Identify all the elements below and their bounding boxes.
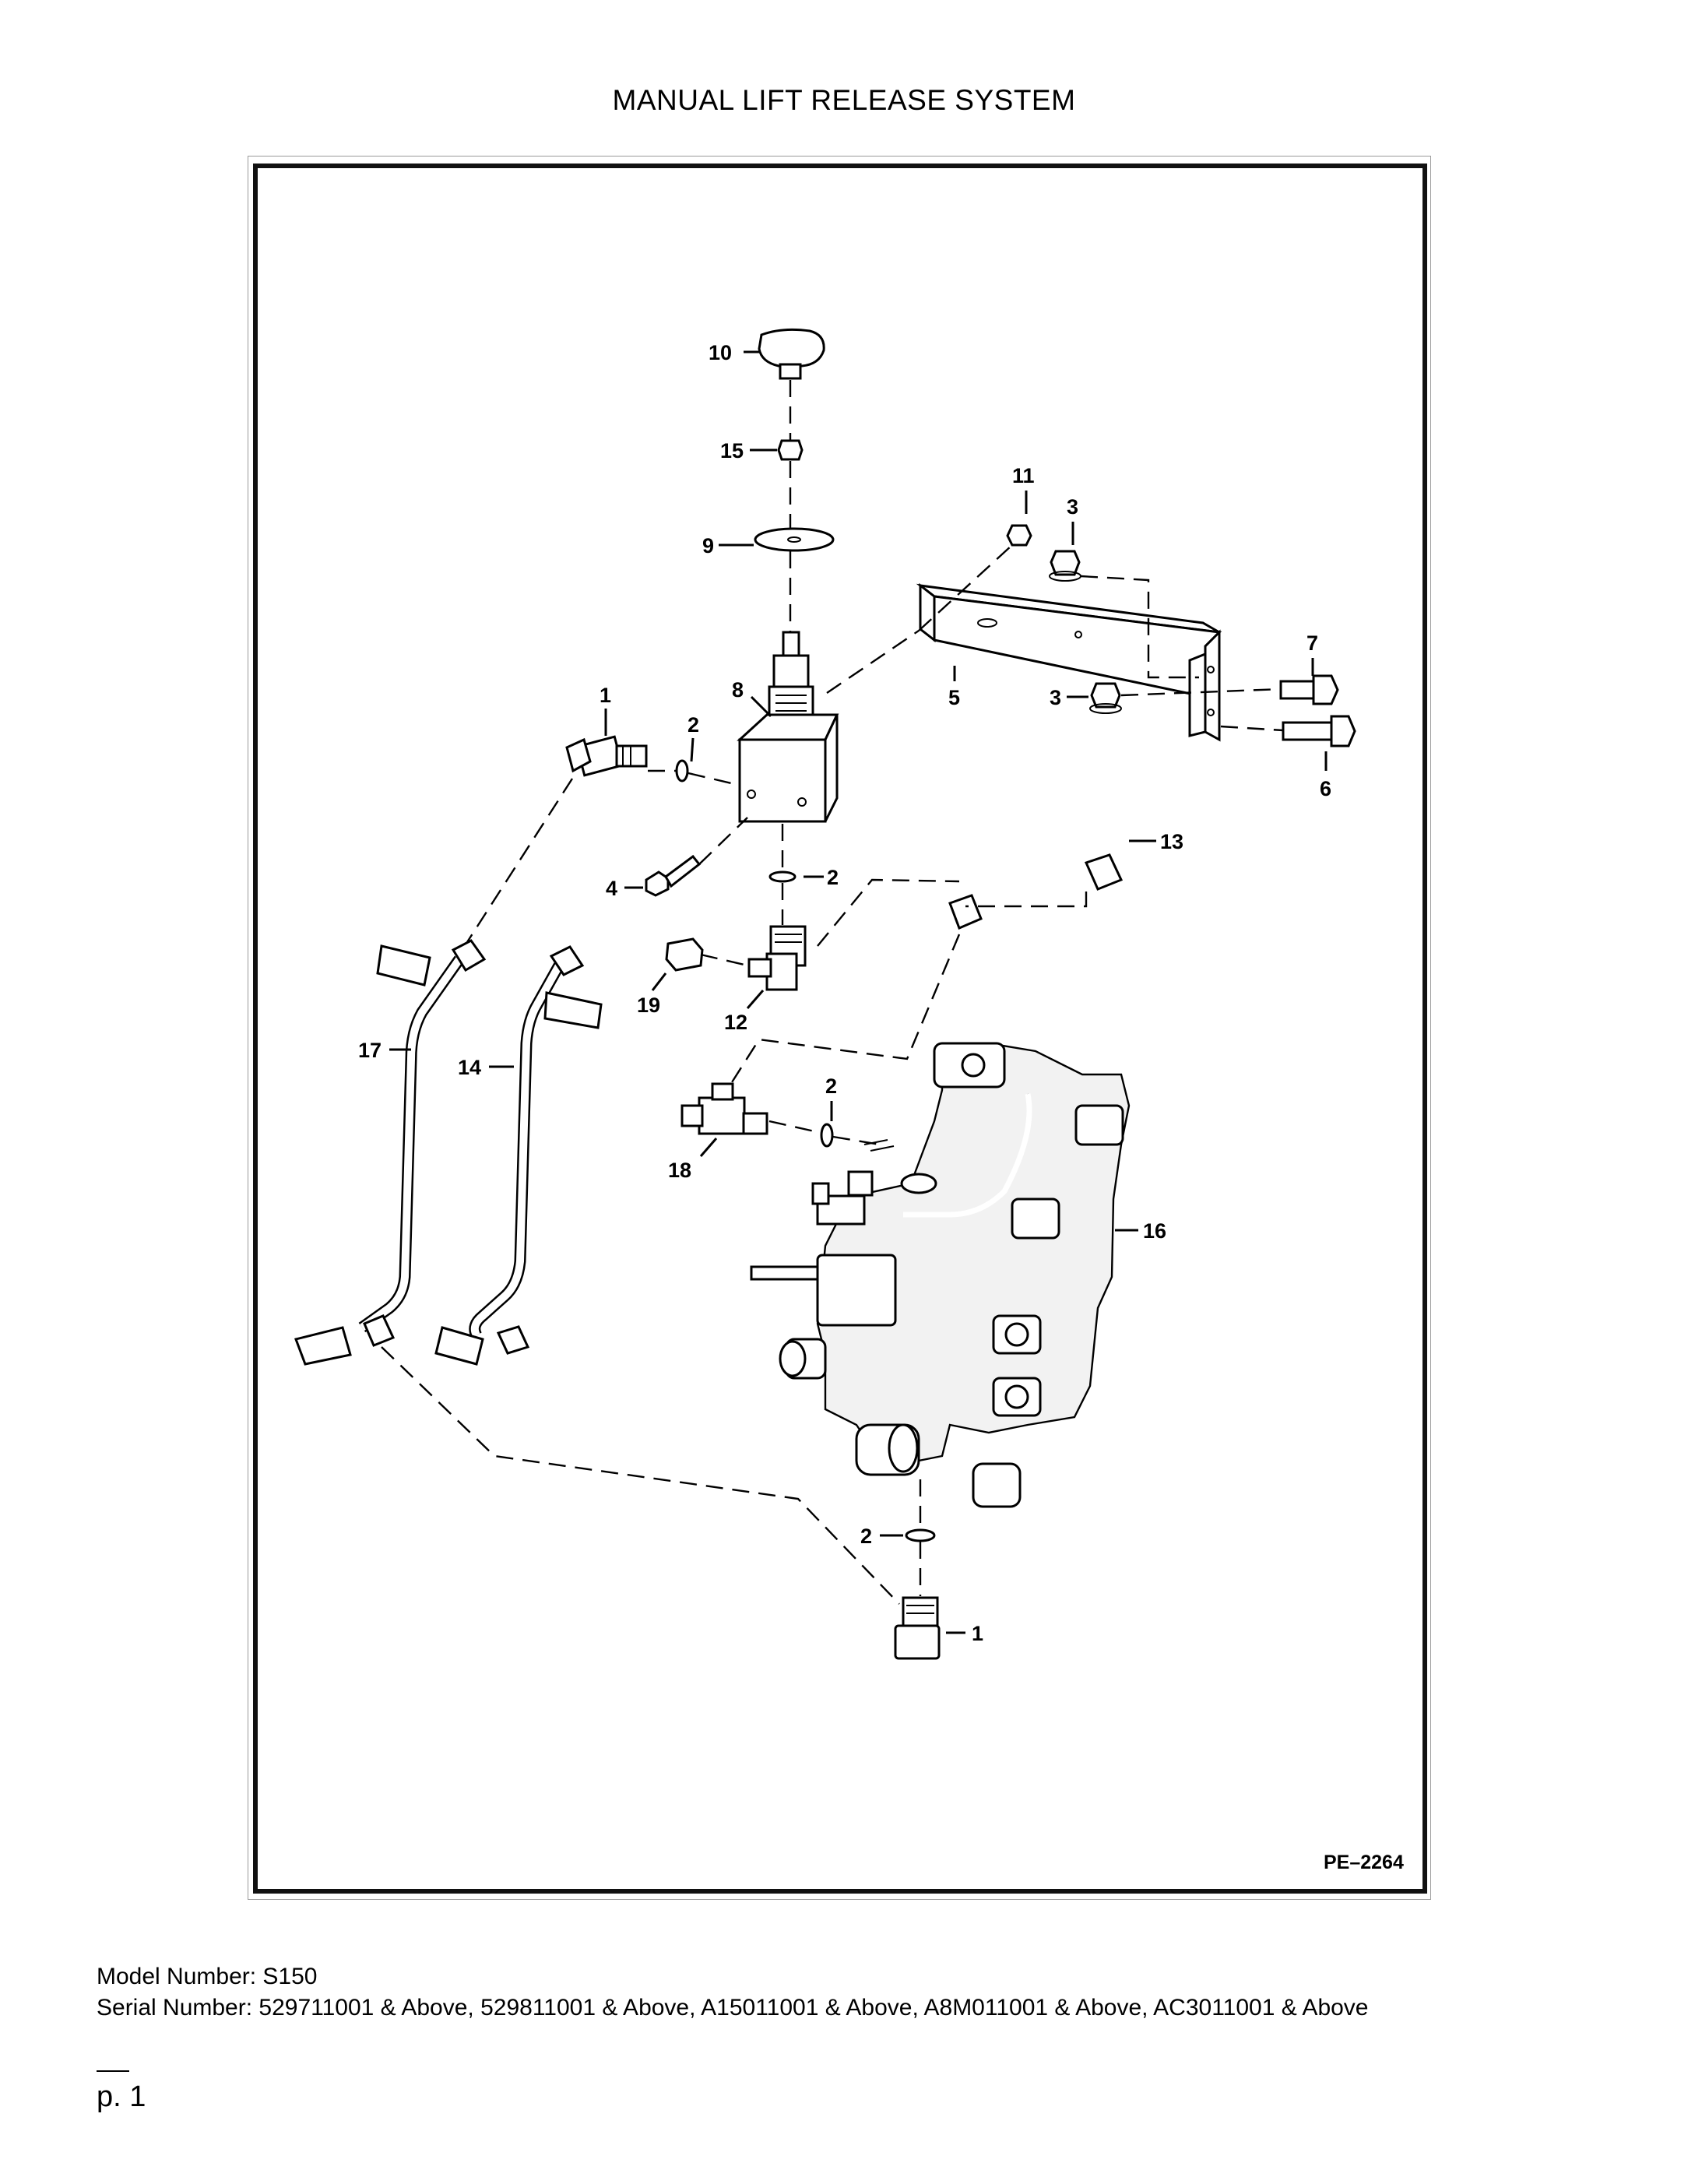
part-18-tee-fitting bbox=[680, 1082, 768, 1135]
serial-number: Serial Number: 529711001 & Above, 529811… bbox=[97, 1995, 1369, 2020]
callout-12: 12 bbox=[724, 1011, 747, 1034]
callout-11: 11 bbox=[1012, 464, 1035, 487]
part-4-bolt bbox=[645, 854, 702, 897]
callout-4: 4 bbox=[606, 877, 617, 900]
callout-8: 8 bbox=[732, 678, 744, 702]
part-2-o-ring bbox=[675, 759, 689, 783]
part-2-o-ring-18 bbox=[820, 1123, 834, 1148]
assembly-dash-lines bbox=[381, 544, 1284, 1605]
callout-10: 10 bbox=[709, 341, 732, 364]
callout-1-upper: 1 bbox=[600, 684, 611, 707]
part-19-cap bbox=[665, 937, 704, 972]
diagram-outer-border bbox=[248, 156, 1431, 1900]
page-divider bbox=[97, 2070, 129, 2072]
part-17-tube bbox=[294, 939, 487, 1366]
callout-1-lower: 1 bbox=[972, 1622, 983, 1645]
part-13-tube bbox=[948, 731, 1124, 930]
model-number: Model Number: S150 bbox=[97, 1964, 318, 1989]
part-5-bracket bbox=[916, 582, 1222, 742]
part-15-nut bbox=[777, 439, 804, 461]
part-9-washer bbox=[754, 527, 835, 552]
callout-labels: 10 15 9 11 3 7 6 5 3 8 1 2 4 2 13 19 12 … bbox=[358, 341, 1331, 1645]
part-3-flange-nut-upper bbox=[1049, 550, 1081, 582]
part-1-elbow-fitting-upper bbox=[565, 735, 648, 777]
part-6-bolt bbox=[1282, 715, 1356, 747]
callout-19: 19 bbox=[637, 994, 660, 1017]
part-2-o-ring-lower bbox=[905, 1528, 936, 1542]
callout-5: 5 bbox=[948, 686, 960, 709]
callout-13: 13 bbox=[1160, 830, 1183, 853]
callout-16: 16 bbox=[1143, 1219, 1166, 1243]
part-12-tee-fitting bbox=[747, 925, 807, 991]
part-11-nut bbox=[1006, 524, 1032, 547]
figure-id: PE–2264 bbox=[1324, 1852, 1404, 1873]
part-7-bolt bbox=[1279, 674, 1339, 705]
callout-leaders bbox=[389, 350, 1328, 1634]
page-title: MANUAL LIFT RELEASE SYSTEM bbox=[612, 84, 1076, 116]
callout-2-lower: 2 bbox=[860, 1525, 872, 1548]
part-16-control-valve bbox=[750, 1042, 1131, 1508]
callout-15: 15 bbox=[720, 439, 744, 462]
part-1-elbow-fitting-lower bbox=[894, 1596, 941, 1660]
callout-18: 18 bbox=[668, 1159, 691, 1182]
page-number: p. 1 bbox=[97, 2080, 146, 2113]
callout-7: 7 bbox=[1306, 631, 1318, 655]
callout-2-fitting: 2 bbox=[825, 1074, 837, 1098]
callout-3-lower: 3 bbox=[1050, 686, 1061, 709]
diagram-frame bbox=[253, 164, 1427, 1894]
callout-3-upper: 3 bbox=[1067, 495, 1078, 519]
callout-17: 17 bbox=[358, 1039, 382, 1062]
part-valve-block bbox=[737, 713, 839, 823]
part-10-knob bbox=[758, 328, 825, 380]
callout-2-middle: 2 bbox=[827, 866, 839, 889]
callout-14: 14 bbox=[458, 1056, 481, 1079]
part-3-flange-nut-lower bbox=[1089, 682, 1122, 714]
part-14-tube bbox=[434, 945, 603, 1366]
callout-2-upper: 2 bbox=[688, 713, 699, 737]
callout-9: 9 bbox=[702, 534, 714, 557]
callout-6: 6 bbox=[1320, 777, 1331, 800]
part-2-o-ring-middle bbox=[768, 870, 797, 883]
